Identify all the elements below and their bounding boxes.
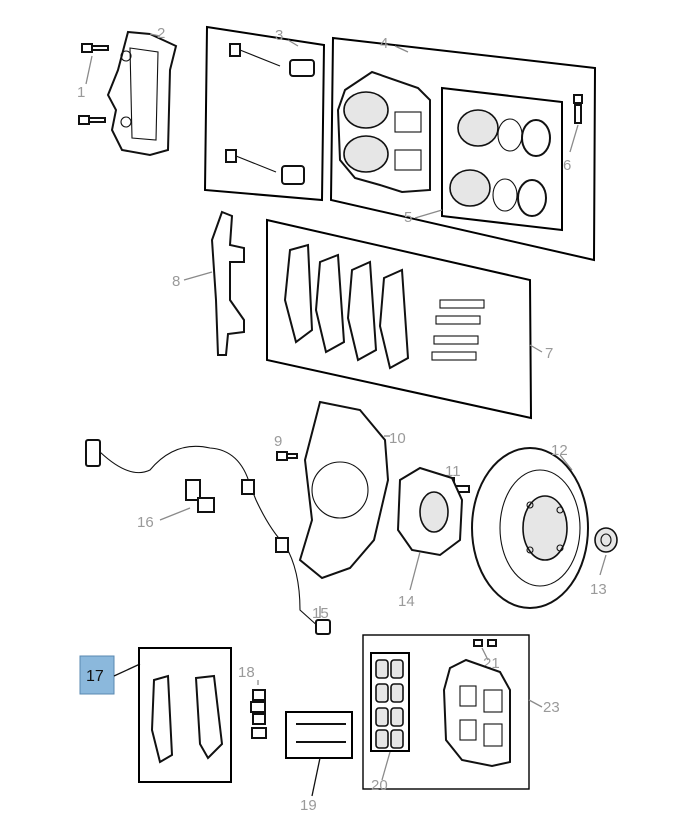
callout-9: 9 <box>274 433 282 450</box>
part-3-box <box>203 25 326 202</box>
callout-8: 8 <box>172 273 180 290</box>
callout-19: 19 <box>300 797 317 814</box>
part-21-bleeder <box>473 639 497 647</box>
callout-3: 3 <box>275 27 283 44</box>
callout-23: 23 <box>543 699 560 716</box>
part-6-bleeder <box>573 94 583 124</box>
part-5-box <box>441 86 563 232</box>
callout-11: 11 <box>445 463 461 480</box>
part-9-bolt <box>276 451 298 461</box>
part-5-pistons-seals <box>449 109 551 217</box>
callout-1: 1 <box>77 84 85 101</box>
part-8-abutment <box>210 210 245 356</box>
callout-2: 2 <box>157 25 165 42</box>
part-23-box <box>362 634 530 790</box>
callout-12: 12 <box>551 442 568 459</box>
part-1-bolts <box>78 43 109 125</box>
part-17-brake-pads <box>150 674 224 764</box>
callout-6: 6 <box>563 157 571 174</box>
callout-14: 14 <box>398 593 415 610</box>
callout-15: 15 <box>312 605 329 622</box>
callout-7: 7 <box>545 345 553 362</box>
callout-4: 4 <box>380 35 388 52</box>
part-14-hub <box>396 466 464 557</box>
part-4-caliper-housing <box>336 70 431 194</box>
part-13-nut <box>594 527 618 553</box>
callout-5: 5 <box>404 209 412 226</box>
part-19-pins <box>296 723 346 743</box>
part-10-dust-shield <box>298 400 390 580</box>
callout-13: 13 <box>590 581 607 598</box>
part-12-rotor <box>471 447 589 609</box>
part-20-seals <box>375 659 404 749</box>
callout-16: 16 <box>137 514 154 531</box>
callout-20: 20 <box>371 777 388 794</box>
part-23-caliper-assembly <box>442 658 511 768</box>
part-2-caliper-bracket <box>106 30 178 157</box>
callout-18: 18 <box>238 664 255 681</box>
part-7-box <box>266 218 533 420</box>
callout-17: 17 <box>86 668 104 685</box>
callout-17-highlight[interactable] <box>79 655 115 695</box>
part-17-box <box>138 647 232 783</box>
part-16-sensor-harness <box>85 439 321 629</box>
part-7-brake-pads <box>283 243 485 370</box>
part-4-box <box>329 36 597 262</box>
part-18-clip <box>250 689 267 739</box>
part-3-guide-pins <box>225 43 315 185</box>
part-15-sensor <box>315 619 331 635</box>
part-19-box <box>285 711 353 759</box>
part-20-box <box>370 652 410 752</box>
callout-10: 10 <box>389 430 406 447</box>
